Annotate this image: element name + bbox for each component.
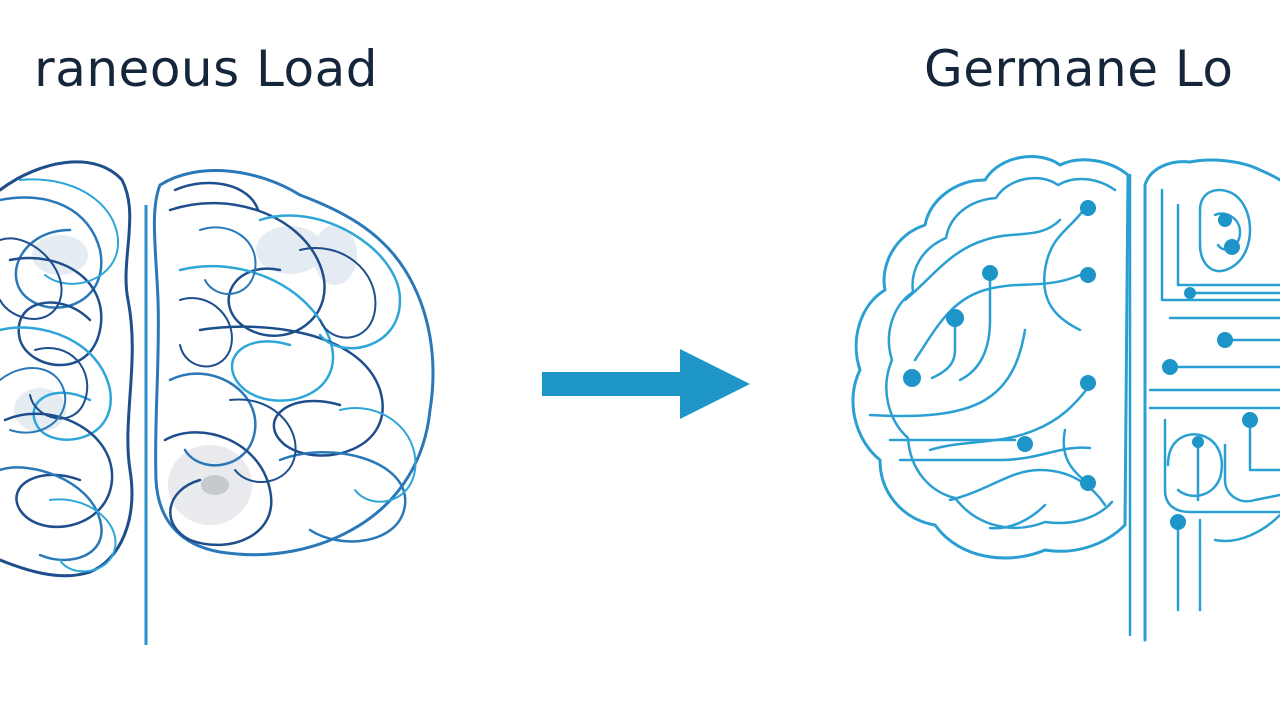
tangled-brain-icon [0, 160, 435, 645]
arrow-right-icon [542, 349, 750, 419]
right-hemisphere-scribble [152, 169, 435, 557]
speckle-patches [14, 225, 357, 525]
germane-load-title: Germane Lo [924, 40, 1234, 98]
brain-right-hemisphere-outline [1143, 158, 1280, 642]
brain-left-hemisphere-outline [851, 155, 1130, 560]
circuit-brain-icon [851, 155, 1280, 642]
left-hemisphere-scribble [0, 160, 134, 578]
circuit-nodes [903, 200, 1258, 530]
extraneous-load-title: raneous Load [34, 40, 378, 98]
